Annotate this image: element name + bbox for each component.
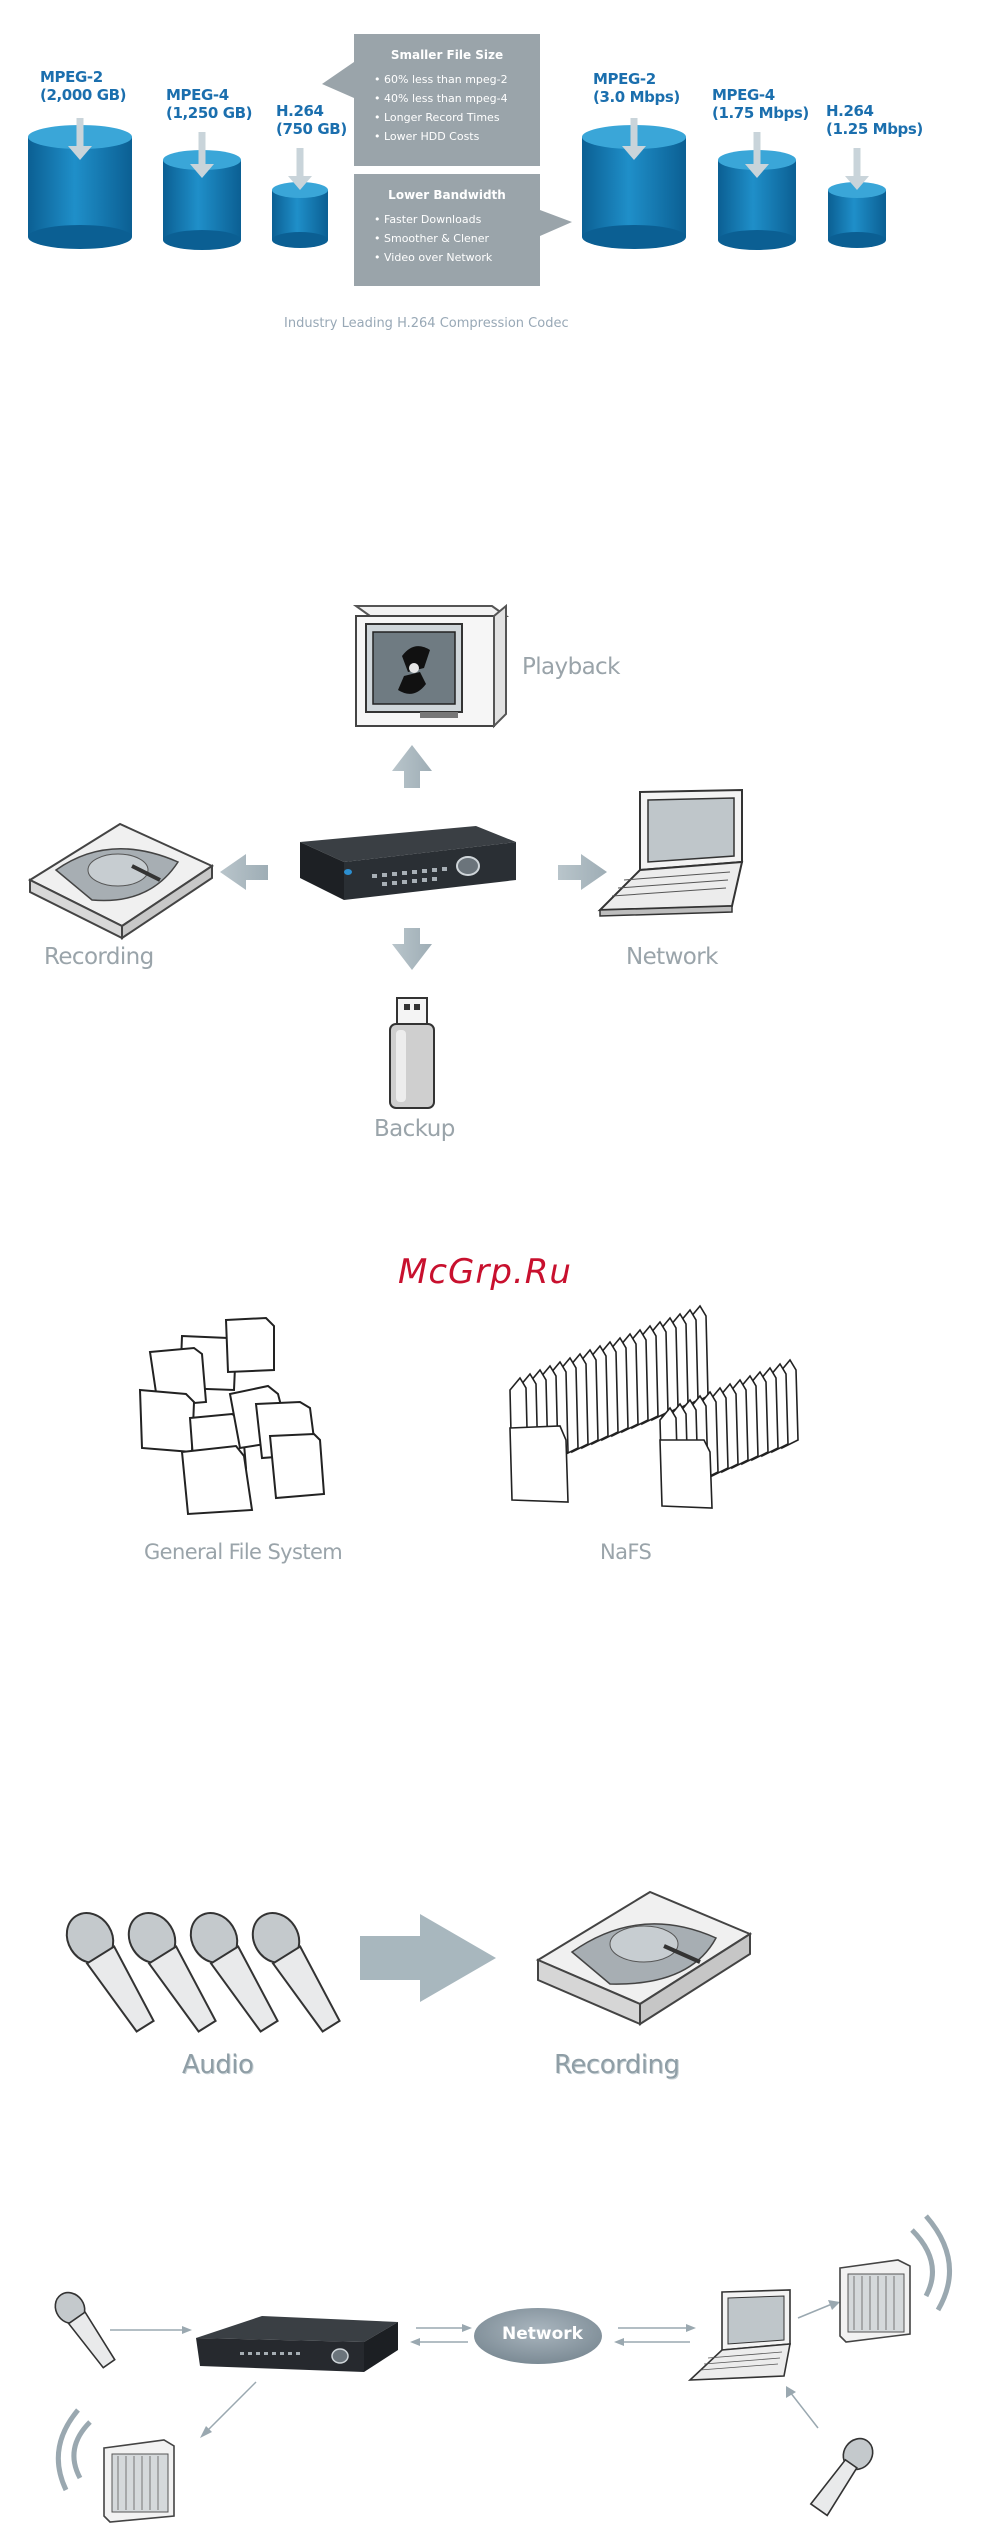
usb-drive-icon — [389, 997, 435, 1109]
label-h264-storage: H.264(750 GB) — [276, 102, 347, 138]
smaller-item-3: • Longer Record Times — [374, 111, 500, 124]
compression-caption: Industry Leading H.264 Compression Codec — [284, 316, 569, 331]
label-mpeg4-bandwidth: MPEG-4(1.75 Mbps) — [712, 86, 809, 122]
lower-bandwidth-title: Lower Bandwidth — [388, 188, 506, 202]
laptop-icon — [597, 788, 744, 917]
bandwidth-item-2: • Smoother & Clener — [374, 232, 490, 245]
label-network: Network — [626, 944, 718, 970]
label-backup: Backup — [374, 1116, 455, 1142]
cylinder-mpeg2-bandwidth — [582, 118, 686, 249]
label-recording: Recording — [44, 944, 154, 970]
label-h264-bandwidth: H.264(1.25 Mbps) — [826, 102, 923, 138]
arrow-audio-to-recording — [360, 1914, 496, 2002]
network-cloud-label: Network — [502, 2324, 583, 2344]
storage-cylinders — [28, 118, 886, 250]
arrow-down-to-backup — [392, 928, 432, 970]
arrow-left-to-recording — [220, 854, 268, 890]
label-audio-recording: Recording — [554, 2050, 680, 2080]
hard-disk-icon — [27, 822, 215, 940]
laptop-small-icon — [687, 2289, 791, 2381]
dvr-small-icon — [196, 2316, 398, 2372]
speaker-left-icon — [55, 2408, 175, 2523]
hard-disk-audio-icon — [535, 1890, 753, 2026]
smaller-file-size-box: Smaller File Size • 60% less than mpeg-2… — [354, 48, 540, 146]
label-mpeg2-bandwidth: MPEG-2(3.0 Mbps) — [593, 70, 680, 106]
mic-right-icon — [809, 2437, 874, 2517]
callout-boxes — [322, 34, 572, 286]
smaller-item-2: • 40% less than mpeg-4 — [374, 92, 508, 105]
cylinder-h264-storage — [272, 148, 328, 248]
microphones-icon — [65, 1912, 341, 2033]
speaker-right-icon — [839, 2214, 952, 2343]
label-general-file-system: General File System — [144, 1540, 343, 1564]
cylinder-mpeg2-storage — [28, 118, 132, 249]
cylinder-h264-bandwidth — [828, 148, 886, 248]
lower-bandwidth-box: Lower Bandwidth • Faster Downloads • Smo… — [354, 188, 540, 267]
label-playback: Playback — [522, 654, 620, 680]
smaller-file-size-title: Smaller File Size — [390, 48, 504, 62]
monitor-icon — [352, 603, 510, 729]
cylinder-mpeg4-bandwidth — [718, 132, 796, 250]
cylinder-mpeg4-storage — [163, 132, 241, 250]
arrow-up-to-playback — [392, 745, 432, 788]
bandwidth-item-1: • Faster Downloads — [374, 213, 482, 226]
nafs-icon — [509, 1304, 799, 1509]
smaller-item-1: • 60% less than mpeg-2 — [374, 73, 508, 86]
network-diagram — [54, 2214, 952, 2523]
smaller-item-4: • Lower HDD Costs — [374, 130, 480, 143]
label-mpeg2-storage: MPEG-2(2,000 GB) — [40, 68, 127, 104]
arrow-right-to-network — [558, 854, 607, 890]
general-file-system-icon — [138, 1316, 326, 1516]
label-nafs: NaFS — [600, 1540, 652, 1564]
mic-left-icon — [54, 2291, 116, 2369]
bandwidth-item-3: • Video over Network — [374, 251, 493, 264]
label-audio: Audio — [182, 2050, 254, 2080]
dvr-icon — [300, 826, 516, 900]
watermark: McGrp.Ru — [398, 1252, 572, 1292]
label-mpeg4-storage: MPEG-4(1,250 GB) — [166, 86, 253, 122]
network-cloud — [474, 2308, 602, 2364]
